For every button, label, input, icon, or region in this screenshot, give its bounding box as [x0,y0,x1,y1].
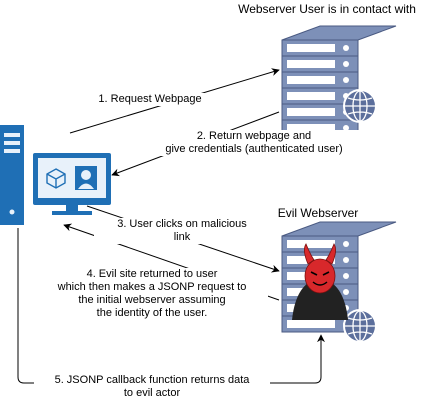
globe-lines [345,91,375,121]
step-4-line-1: 4. Evil site returned to user [86,268,218,280]
server-slot [287,60,335,68]
server-led [343,125,349,131]
monitor-stand [52,211,92,215]
webserver-node [281,25,397,137]
step-5-line-1: 5. JSONP callback function returns data [54,374,250,386]
step-1-label: 1. Request Webpage [80,93,220,106]
devil-icon [292,243,348,320]
webserver-title: Webserver User is in contact with [228,2,426,16]
server-led [343,77,349,83]
step-5-line-2: to evil actor [123,387,181,399]
server-slot [287,124,335,132]
step-3-line-1: 3. User clicks on malicious [117,218,247,230]
step-2-line-1: 2. Return webpage and [196,130,312,142]
devil-eyes [310,271,330,276]
server-led [343,289,349,295]
globe-icon [343,309,377,343]
server-slot [287,320,335,328]
tower-drive-1 [4,133,20,137]
server-slot [287,76,335,84]
monitor-neck [66,205,78,211]
server-top [281,25,397,41]
evil-webserver-title: Evil Webserver [268,206,368,220]
cube-icon [46,168,66,189]
evil-webserver-node [281,221,397,343]
server-slot [287,44,335,52]
globe-lines [345,311,375,341]
devil-cape [292,278,348,320]
step-4-line-3: the initial webserver assuming [78,294,226,306]
step-1-line-1: 1. Request Webpage [98,93,202,105]
tower-drive-3 [4,149,20,153]
server-led [343,45,349,51]
devil-mouth [312,281,328,286]
devil-horn-right [325,243,336,265]
server-slot [287,108,335,116]
tower-drive-2 [4,141,20,145]
server-led [343,61,349,67]
user-computer-node [0,125,111,225]
user-icon [75,166,97,190]
devil-face [304,258,336,294]
server-top [281,221,397,237]
step-3-line-2: link [173,231,191,243]
tower-power-button [9,209,15,215]
server-led [343,241,349,247]
server-led [343,257,349,263]
step-2-line-2: give credentials (authenticated user) [165,143,343,155]
step-4-line-4: the identity of the user. [96,307,208,319]
globe-icon [343,89,377,123]
server-icon [281,25,397,137]
step-4-line-2: which then makes a JSONP request to [57,281,247,293]
server-slot [287,240,335,248]
server-slot [287,92,335,100]
server-led [343,273,349,279]
devil-horn-left [304,243,315,265]
